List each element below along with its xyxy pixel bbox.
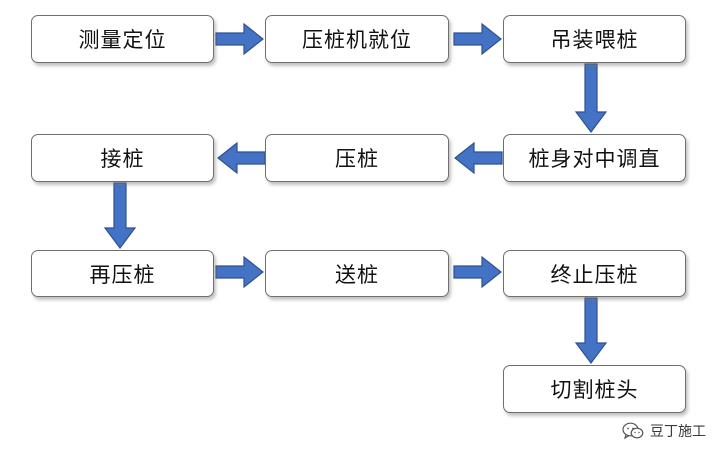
step-measure: 测量定位: [31, 15, 214, 63]
arrow-splice-to-repress: [103, 182, 137, 249]
step-hoist-feed: 吊装喂桩: [503, 15, 686, 63]
step-repress: 再压桩: [31, 250, 214, 297]
arrow-measure-to-machine: [215, 22, 264, 56]
watermark-text: 豆丁施工: [650, 424, 706, 440]
arrow-press-to-splice: [217, 141, 266, 175]
arrow-machine-to-hoist: [453, 22, 502, 56]
watermark: 豆丁施工: [622, 421, 706, 441]
arrow-hoist-to-align: [574, 63, 608, 133]
arrow-align-to-press: [454, 141, 503, 175]
step-splice: 接桩: [31, 134, 214, 182]
arrow-repress-to-send: [215, 255, 264, 289]
arrow-final-to-cut: [574, 297, 608, 364]
step-final-press: 终止压桩: [503, 250, 686, 297]
step-align: 桩身对中调直: [503, 134, 686, 182]
wechat-icon: [622, 422, 644, 440]
arrow-send-to-final: [453, 255, 502, 289]
step-press: 压桩: [265, 134, 449, 182]
step-send: 送桩: [265, 250, 449, 297]
step-cut-head: 切割桩头: [503, 365, 686, 413]
step-machine-position: 压桩机就位: [265, 15, 449, 63]
